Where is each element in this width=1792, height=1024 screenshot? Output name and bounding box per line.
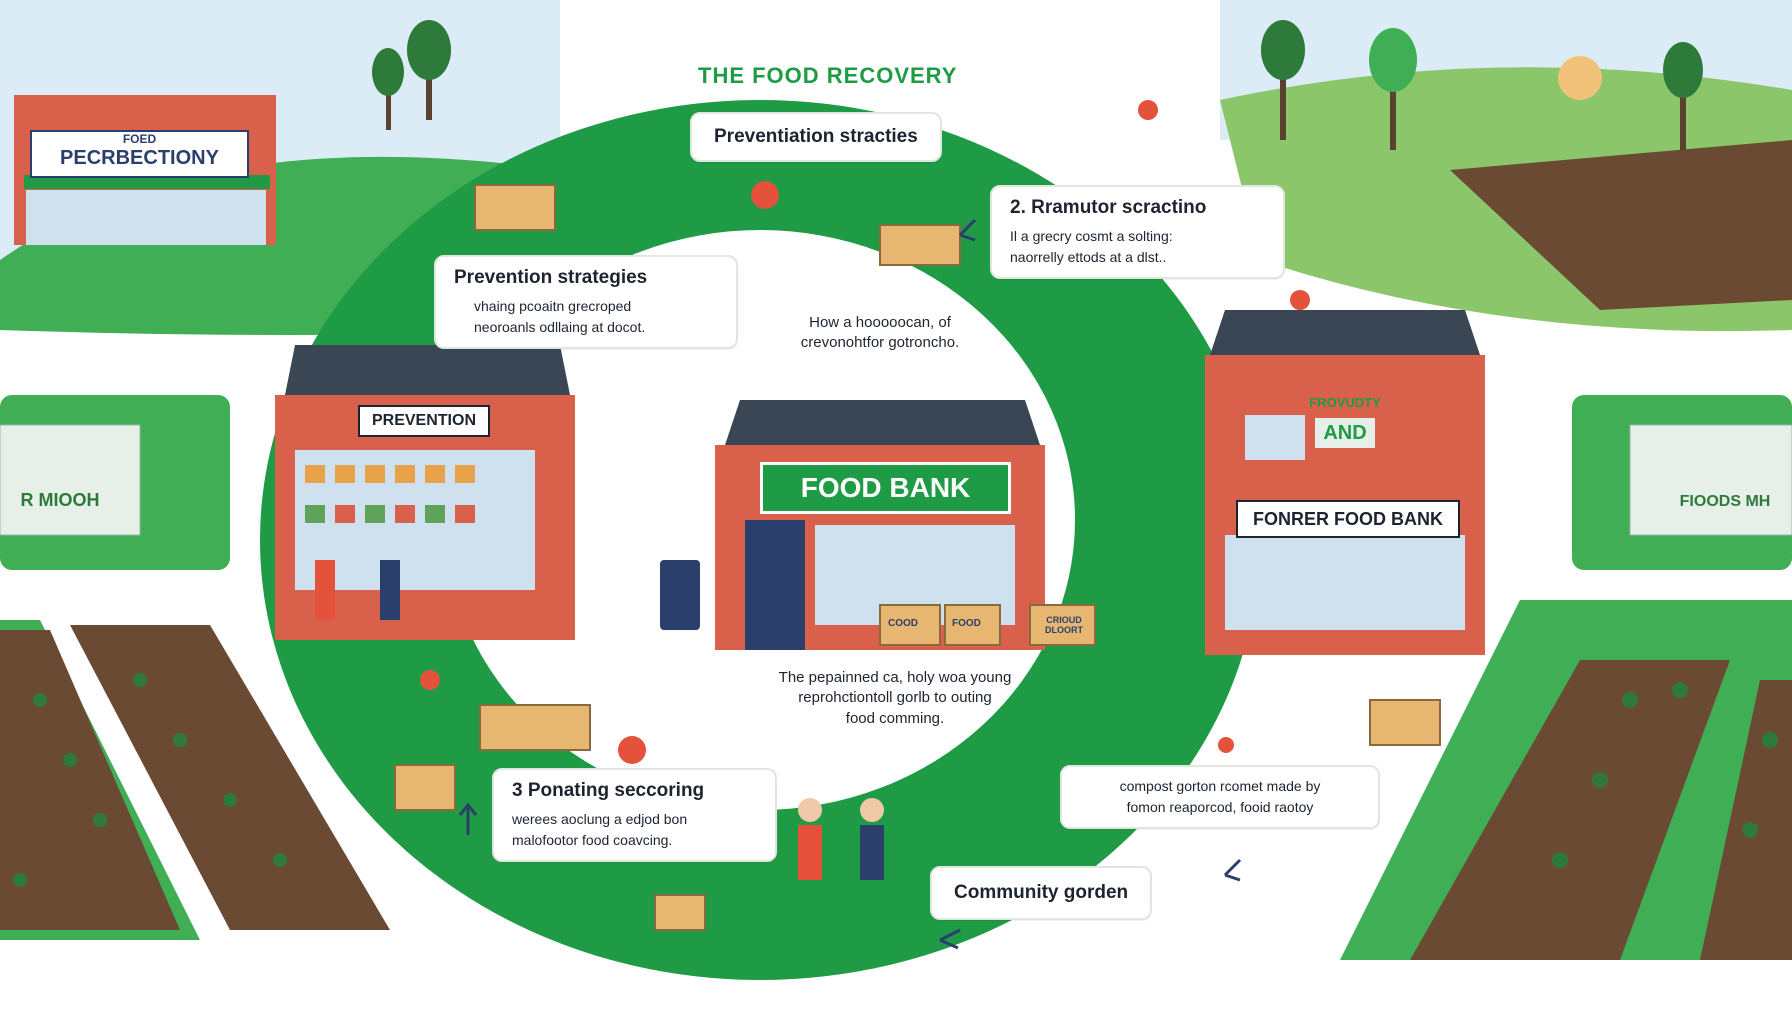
food-bank-sign: FOOD BANK xyxy=(760,462,1011,514)
garden-beds-top-right xyxy=(1450,140,1792,310)
center-bottom-text: The pepainned ca, holy woa young reprohc… xyxy=(730,668,1060,729)
produce-box-icon xyxy=(394,184,1441,931)
food-bank-door xyxy=(745,520,805,650)
arrow-icon xyxy=(458,218,1242,950)
right-edge-awning xyxy=(1629,424,1792,536)
store-sign-top-left: FOED PECRBECTIONY xyxy=(30,130,249,178)
left-edge-sign: R MIOOH xyxy=(20,490,100,510)
diagram-title: THE FOOD RECOVERY xyxy=(698,63,958,88)
box-label-right: CRIOUD DLOORT xyxy=(1045,615,1083,635)
store-awning-top-left xyxy=(24,175,270,189)
plants-right xyxy=(1552,682,1778,868)
prevention-store-sign: PREVENTION xyxy=(358,405,490,437)
center-line: crevonohtfor gotroncho. xyxy=(800,334,960,352)
fruit-icon xyxy=(420,100,1310,764)
center-top-text: How a hooooocan, of crevonohtfor gotronc… xyxy=(745,313,1015,354)
former-food-bank-windows xyxy=(1225,535,1465,630)
step-line: naorrelly ettods at a dlst.. xyxy=(1010,248,1167,265)
center-line: The pepainned ca, holy woa young xyxy=(778,669,1012,686)
store-windows-top-left xyxy=(26,190,266,245)
tree-icon xyxy=(372,20,1703,150)
step-title: 2. Rramutor scractino xyxy=(1010,197,1207,218)
box-label-food: FOOD xyxy=(952,618,981,629)
compost-line: fomon reaporcod, fooid raotoy xyxy=(1126,798,1314,815)
step-3-card: 3 Ponating seccoring werees aoclung a ed… xyxy=(492,768,777,862)
food-bank-roof xyxy=(725,400,1040,445)
garden-bed-left-2 xyxy=(70,625,390,930)
people-figures xyxy=(315,560,884,880)
prevention-store-roof xyxy=(285,345,570,395)
former-food-bank-roof xyxy=(1210,310,1480,355)
trash-bin-icon xyxy=(660,560,700,630)
step-2-card: 2. Rramutor scractino Il a grecry cosmt … xyxy=(990,185,1285,279)
window-left xyxy=(1245,415,1305,460)
store-sign-small: FOED xyxy=(122,132,157,146)
step-line: neoroanls odllaing at docot. xyxy=(474,318,646,335)
compost-card: compost gorton rcomet made by fomon reap… xyxy=(1060,765,1380,829)
step-line: Il a grecry cosmt a solting: xyxy=(1010,228,1173,244)
step-prevention-strategies-left: Prevention strategies vhaing pcoaitn gre… xyxy=(434,255,738,349)
center-line: food comming. xyxy=(845,709,945,727)
step-prevention-strategies-top: Preventiation stracties xyxy=(690,112,942,162)
community-garden-card: Community gorden xyxy=(930,866,1153,920)
step-line: malofootor food coavcing. xyxy=(512,831,673,848)
left-edge-awning xyxy=(0,424,141,536)
right-building-sign-and: AND xyxy=(1315,418,1375,448)
right-edge-sign: FIOODS MH xyxy=(1679,493,1771,510)
center-line: How a hooooocan, of xyxy=(809,314,951,331)
step-line: vhaing pcoaitn grecroped xyxy=(474,298,632,314)
garden-bed-right-1 xyxy=(1410,660,1730,960)
box-label-left: COOD xyxy=(888,618,918,629)
step-title: Community gorden xyxy=(954,882,1129,903)
right-building-sign-top: FROVUDTY xyxy=(1309,395,1381,410)
sun-icon xyxy=(1558,56,1602,100)
step-line: werees aoclung a edjod bon xyxy=(512,811,688,827)
store-sign-main: PECRBECTIONY xyxy=(60,147,219,169)
garden-bed-left-1 xyxy=(0,630,180,930)
garden-bed-right-2 xyxy=(1700,680,1792,960)
step-title: 3 Ponating seccoring xyxy=(512,780,705,801)
center-line: reprohctiontoll gorlb to outing xyxy=(798,689,992,707)
step-title: Prevention strategies xyxy=(454,267,648,288)
step-title: Preventiation stracties xyxy=(714,126,918,147)
former-food-bank-sign: FONRER FOOD BANK xyxy=(1236,500,1460,538)
shelf-products xyxy=(305,465,475,523)
plants-left xyxy=(13,673,287,887)
compost-line: compost gorton rcomet made by xyxy=(1119,778,1321,794)
